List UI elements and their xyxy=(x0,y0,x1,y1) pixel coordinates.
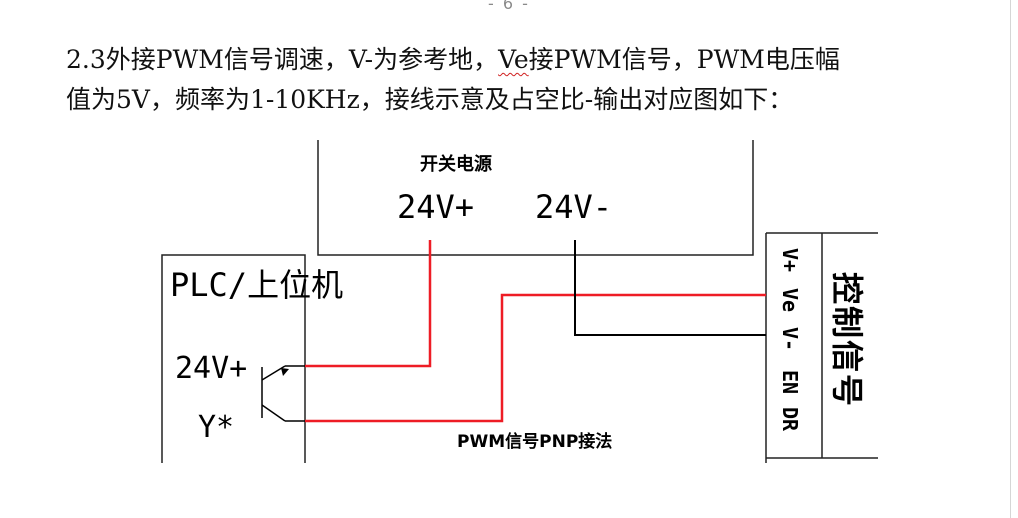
spellcheck-word: Ve xyxy=(498,45,529,74)
controller-box xyxy=(765,232,878,463)
transistor-symbol xyxy=(261,365,305,422)
power-supply-box xyxy=(317,140,754,256)
paragraph-text: 接PWM信号，PWM电压幅 xyxy=(528,45,840,74)
plc-y-label: Y* xyxy=(198,410,234,445)
wire-24v-minus xyxy=(574,240,766,336)
controller-pin-ve: Ve xyxy=(778,288,802,312)
page-number: - 6 - xyxy=(488,0,530,13)
page-edge-divider xyxy=(1010,0,1011,518)
paragraph-line-1: 2.3外接PWM信号调速，V-为参考地，Ve接PWM信号，PWM电压幅 xyxy=(66,40,996,80)
power-supply-title: 开关电源 xyxy=(420,153,492,175)
controller-pin-v-minus: V- xyxy=(778,327,802,351)
power-supply-neg-label: 24V- xyxy=(535,188,612,226)
controller-pin-en: EN xyxy=(778,370,802,394)
plc-title: PLC/上位机 xyxy=(170,266,343,304)
plc-box xyxy=(161,254,306,463)
wire-pwm-signal xyxy=(305,293,766,423)
body-paragraph: 2.3外接PWM信号调速，V-为参考地，Ve接PWM信号，PWM电压幅 值为5V… xyxy=(66,40,996,120)
paragraph-line-2: 值为5V，频率为1-10KHz，接线示意及占空比-输出对应图如下： xyxy=(66,85,794,114)
wire-24v-plus xyxy=(305,240,432,368)
plc-24v-label: 24V+ xyxy=(175,351,247,386)
paragraph-text: 2.3外接PWM信号调速，V-为参考地， xyxy=(66,45,499,74)
controller-pin-dr: DR xyxy=(778,407,802,432)
power-supply-pos-label: 24V+ xyxy=(397,188,474,226)
wiring-caption: PWM信号PNP接法 xyxy=(457,431,612,452)
controller-title: 控制信号 xyxy=(828,272,866,408)
controller-pin-v-plus: V+ xyxy=(778,248,802,272)
